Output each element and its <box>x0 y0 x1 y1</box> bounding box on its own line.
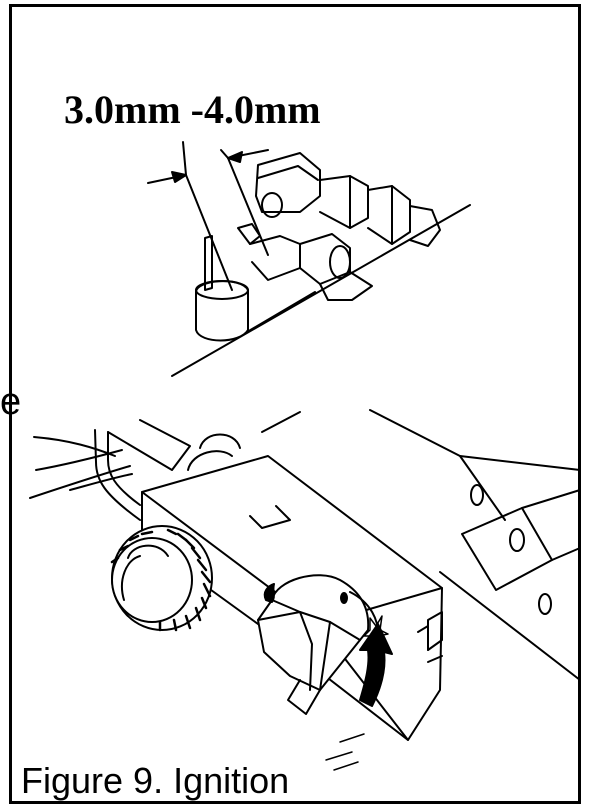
electrode-gap-detail <box>147 141 471 377</box>
cropped-text-fragment: e <box>0 381 22 423</box>
dimension-arrows <box>147 141 269 184</box>
background-pipework <box>29 409 581 681</box>
pilot-tube <box>195 235 249 342</box>
flame-icon <box>263 583 275 603</box>
mounting-bracket <box>461 484 581 615</box>
ignition-control-detail <box>29 409 581 771</box>
burner-plate <box>171 204 471 377</box>
igniter <box>237 223 373 301</box>
curved-arrow-icon <box>325 623 393 771</box>
piezo-knob <box>257 574 380 715</box>
spark-icon <box>340 592 389 647</box>
figure-caption: Figure 9. Ignition <box>21 760 290 801</box>
knurled-knob <box>110 525 213 632</box>
gap-dimension-label: 3.0mm -4.0mm <box>64 87 321 132</box>
pilot-fitting <box>255 152 441 247</box>
electrode-rod <box>185 157 269 291</box>
